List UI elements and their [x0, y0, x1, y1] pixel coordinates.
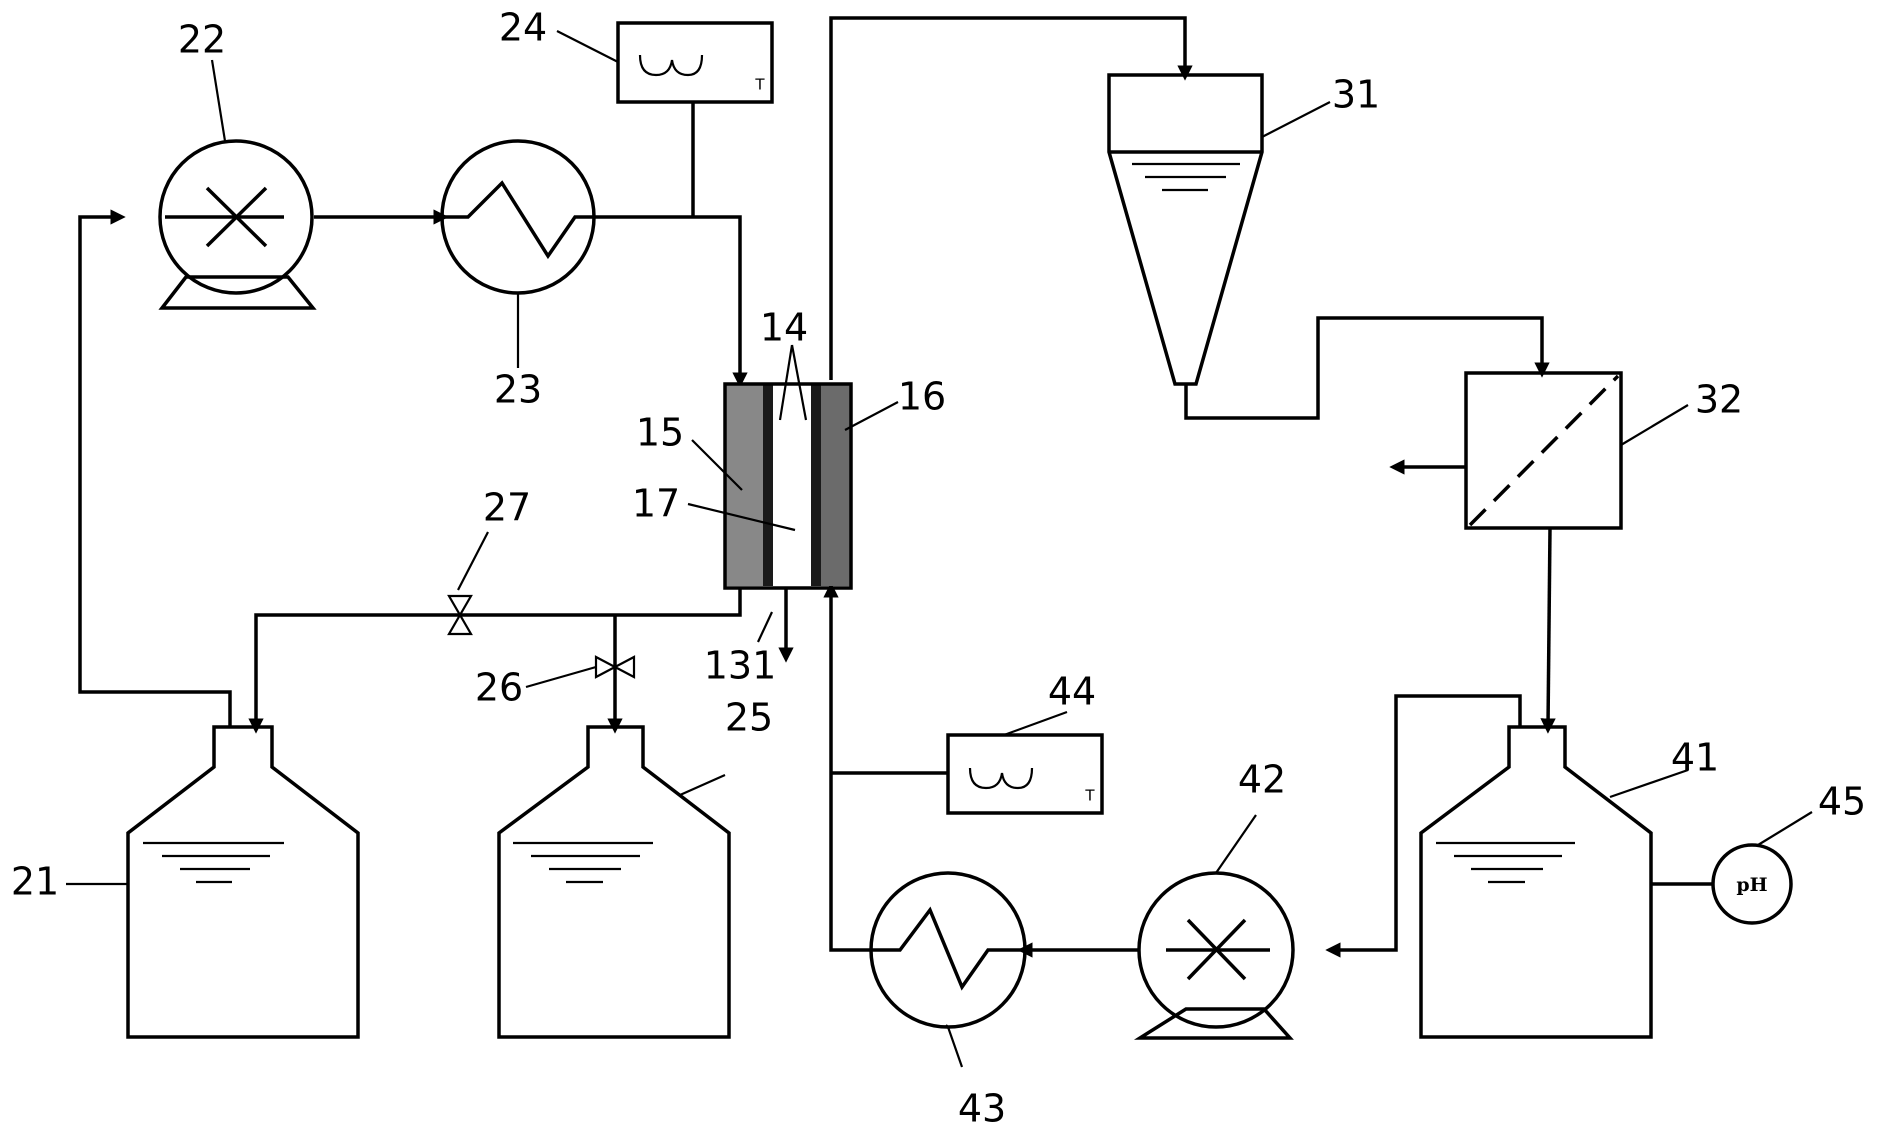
pipe-16-to-31	[829, 16, 1193, 380]
label-43: 43	[958, 1087, 1006, 1131]
tank-21	[126, 725, 360, 1039]
pipe-41-to-42	[1325, 694, 1522, 958]
label-41: 41	[1671, 736, 1719, 780]
pipe-32-to-41	[1540, 527, 1556, 734]
label-32: 32	[1695, 378, 1743, 422]
pipe-21-to-22	[78, 209, 232, 727]
label-26: 26	[475, 666, 523, 710]
membrane-left	[763, 384, 773, 586]
tank-25	[497, 725, 731, 1039]
pipe-31-to-32	[1184, 316, 1550, 420]
label-21: 21	[11, 860, 59, 904]
ph-meter-45: pH	[1711, 843, 1793, 925]
pump-22	[158, 139, 317, 310]
chamber-15	[725, 384, 763, 586]
cyclone-31	[1107, 73, 1264, 386]
pump-42	[1133, 871, 1295, 1040]
heat-exchanger-43	[869, 871, 1027, 1029]
leader-lines	[66, 30, 1813, 1068]
label-16: 16	[898, 375, 946, 419]
pipe-43-to-16	[823, 582, 872, 952]
label-14: 14	[760, 306, 808, 350]
filter-32	[1464, 371, 1623, 530]
membrane-cell	[723, 382, 853, 590]
controller-44-symbol: T	[1084, 787, 1095, 805]
label-24: 24	[499, 6, 547, 50]
label-45: 45	[1818, 780, 1866, 824]
label-25: 25	[725, 696, 773, 740]
piping	[78, 16, 1713, 958]
label-42: 42	[1238, 758, 1286, 802]
label-27: 27	[483, 486, 531, 530]
label-23: 23	[494, 368, 542, 412]
label-22: 22	[178, 18, 226, 62]
valve-27	[447, 594, 473, 636]
label-15: 15	[636, 411, 684, 455]
pipe-15-return	[248, 588, 742, 734]
label-31: 31	[1332, 73, 1380, 117]
label-131: 131	[704, 644, 777, 688]
temperature-controller-24: T	[616, 21, 774, 104]
label-17: 17	[632, 482, 680, 526]
membrane-right	[811, 384, 821, 586]
ph-symbol: pH	[1736, 874, 1767, 896]
pipe-23-to-15	[594, 215, 748, 388]
reference-numerals: 22 24 23 14 15 16 17 27 26 131 25 21 31 …	[11, 6, 1866, 1131]
tank-41	[1419, 725, 1653, 1039]
chamber-16	[821, 384, 851, 586]
heat-exchanger-23	[440, 139, 596, 295]
temperature-controller-44: T	[946, 733, 1104, 815]
controller-24-symbol: T	[754, 76, 765, 94]
label-44: 44	[1048, 670, 1096, 714]
